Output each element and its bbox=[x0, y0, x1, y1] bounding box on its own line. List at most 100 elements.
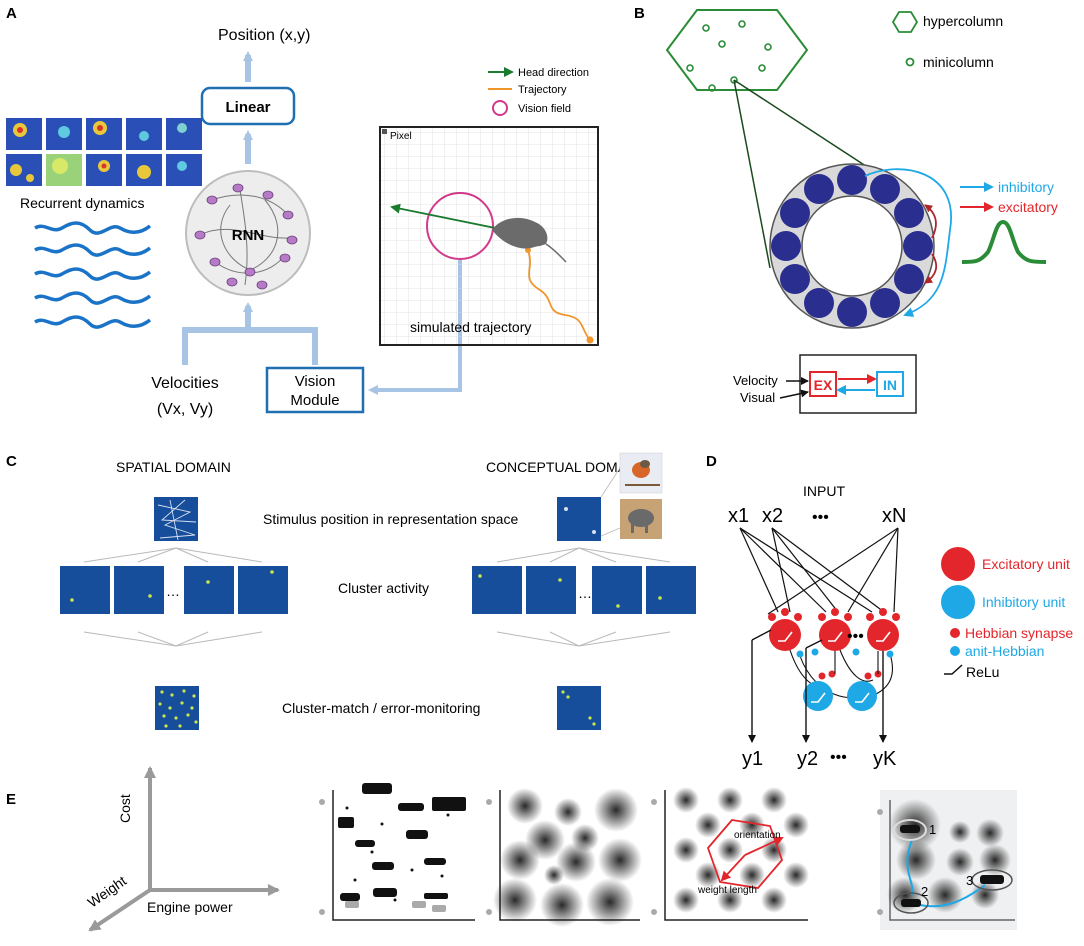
hidden-dots: ••• bbox=[847, 628, 864, 645]
color-blobs-plot bbox=[486, 788, 642, 927]
panel-e: E Cost Engine power Weight bbox=[6, 766, 1017, 932]
weight-length-label: weight length bbox=[697, 885, 757, 896]
legend-relu-label: ReLu bbox=[966, 664, 999, 680]
visual-input-label: Visual bbox=[740, 390, 775, 405]
route-segment-1 bbox=[906, 839, 914, 896]
legend-antihebbian-swatch bbox=[950, 646, 960, 656]
minicolumn-legend-icon bbox=[905, 57, 915, 67]
inhibitory-loop bbox=[864, 168, 953, 317]
legend-head-direction: Head direction bbox=[518, 67, 589, 79]
input-xn: xN bbox=[882, 505, 906, 527]
place-cell-heatmaps bbox=[6, 118, 202, 186]
excitatory-label: excitatory bbox=[998, 199, 1058, 215]
hypercolumn-hexagon bbox=[665, 9, 809, 91]
legend-vision-field: Vision field bbox=[518, 103, 571, 115]
activity-bump-curve bbox=[961, 219, 1047, 264]
panel-label-c: C bbox=[6, 453, 17, 470]
route-label-3: 3 bbox=[966, 873, 973, 888]
vision-module-box bbox=[265, 366, 365, 414]
output-y2: y2 bbox=[797, 748, 818, 770]
velocities-label: Velocities bbox=[151, 375, 219, 392]
route-car-3 bbox=[980, 875, 1004, 884]
panel-label-e: E bbox=[6, 791, 16, 808]
vision-field-legend-swatch bbox=[492, 100, 508, 116]
engine-axis-label: Engine power bbox=[147, 899, 233, 915]
legend-hebbian-swatch bbox=[950, 628, 960, 638]
inhibitory-label: inhibitory bbox=[998, 179, 1054, 195]
legend-antihebbian-label: anit-Hebbian bbox=[965, 643, 1044, 659]
panel-label-a: A bbox=[6, 5, 17, 22]
stimulus-position-label: Stimulus position in representation spac… bbox=[263, 511, 518, 527]
relu-glyphs-excitatory bbox=[778, 631, 891, 642]
pixel-swatch bbox=[382, 129, 387, 134]
legend-hebbian-label: Hebbian synapse bbox=[965, 625, 1073, 641]
input-connections bbox=[739, 527, 899, 615]
input-label: INPUT bbox=[803, 483, 845, 499]
inhibitory-units bbox=[803, 681, 877, 711]
vision-module-label-2: Module bbox=[290, 392, 339, 409]
cost-axis-label: Cost bbox=[117, 794, 133, 823]
velocities-variables: (Vx, Vy) bbox=[157, 401, 213, 418]
linear-label: Linear bbox=[225, 99, 270, 116]
zoom-line-right bbox=[733, 79, 876, 173]
cluster-match-label: Cluster-match / error-monitoring bbox=[282, 700, 480, 716]
route-plot: 1 2 3 bbox=[877, 790, 1017, 930]
output-yk: yK bbox=[873, 748, 897, 770]
output-dots: ••• bbox=[830, 749, 847, 766]
legend-inhibitory-swatch bbox=[941, 585, 975, 619]
excitatory-arrow-up bbox=[924, 204, 937, 239]
simulated-trajectory-label: simulated trajectory bbox=[410, 319, 531, 335]
minicolumn-label: minicolumn bbox=[923, 54, 994, 70]
rnn-neurons bbox=[194, 183, 298, 290]
zoom-line-left bbox=[733, 79, 771, 269]
route-label-2: 2 bbox=[921, 884, 928, 899]
arena bbox=[379, 126, 599, 346]
excitatory-units bbox=[769, 619, 899, 651]
input-x1: x1 bbox=[728, 505, 749, 527]
ex-unit bbox=[809, 371, 837, 397]
cluster-activity-label: Cluster activity bbox=[338, 580, 429, 596]
ring-attractor-inner bbox=[801, 195, 903, 297]
rnn-label: RNN bbox=[232, 227, 265, 244]
conceptual-tree-lines bbox=[496, 547, 671, 647]
legend-trajectory: Trajectory bbox=[518, 84, 567, 96]
vehicles-plot bbox=[319, 783, 475, 921]
excitatory-arrow-down bbox=[924, 253, 938, 284]
output-arrows bbox=[748, 629, 887, 743]
legend-excitatory-swatch bbox=[941, 547, 975, 581]
weight-length-arrow bbox=[720, 854, 746, 882]
visual-input-arrow bbox=[779, 389, 809, 399]
panel-label-b: B bbox=[634, 5, 645, 22]
legend-relu-icon bbox=[944, 664, 963, 675]
spatial-match-dots bbox=[158, 689, 198, 728]
weight-axis-label: Weight bbox=[85, 872, 130, 910]
conceptual-ellipsis: … bbox=[578, 585, 592, 601]
panel-c: C SPATIAL DOMAIN CONCEPTUAL DOMAIN Stimu… bbox=[6, 452, 696, 730]
relu-glyphs-inhibitory bbox=[811, 692, 870, 703]
trajectory-path bbox=[527, 249, 591, 341]
panel-b: B hypercolumn minicolumn inhibitory exci… bbox=[634, 5, 1058, 414]
weight-axis bbox=[88, 888, 152, 932]
vision-module-label-1: Vision bbox=[295, 373, 336, 390]
velocity-input-label: Velocity bbox=[733, 373, 778, 388]
minicolumn-dots bbox=[686, 20, 772, 92]
trajectory-legend: Head direction Trajectory Vision field bbox=[488, 67, 589, 116]
input-bracket bbox=[182, 327, 318, 365]
in-label: IN bbox=[883, 377, 897, 393]
panel-a: A Position (x,y) Linear RNN Velocitie bbox=[6, 5, 599, 418]
orientation-label: orientation bbox=[734, 830, 781, 841]
route-car-2 bbox=[901, 899, 921, 907]
legend-excitatory-label: Excitatory unit bbox=[982, 556, 1070, 572]
grid-hexagon bbox=[706, 819, 784, 889]
conceptual-cluster-tiles bbox=[472, 566, 696, 614]
position-output-label: Position (x,y) bbox=[218, 27, 310, 44]
input-dots: ••• bbox=[812, 509, 829, 526]
legend-inhibitory-label: Inhibitory unit bbox=[982, 594, 1065, 610]
route-label-1: 1 bbox=[929, 822, 936, 837]
panel-label-d: D bbox=[706, 453, 717, 470]
spatial-ellipsis: … bbox=[166, 583, 180, 599]
recurrent-dynamics-label: Recurrent dynamics bbox=[20, 195, 145, 211]
conceptual-match-dots bbox=[561, 690, 596, 726]
anti-hebbian-synapses bbox=[796, 648, 894, 658]
pixel-label: Pixel bbox=[390, 131, 412, 142]
